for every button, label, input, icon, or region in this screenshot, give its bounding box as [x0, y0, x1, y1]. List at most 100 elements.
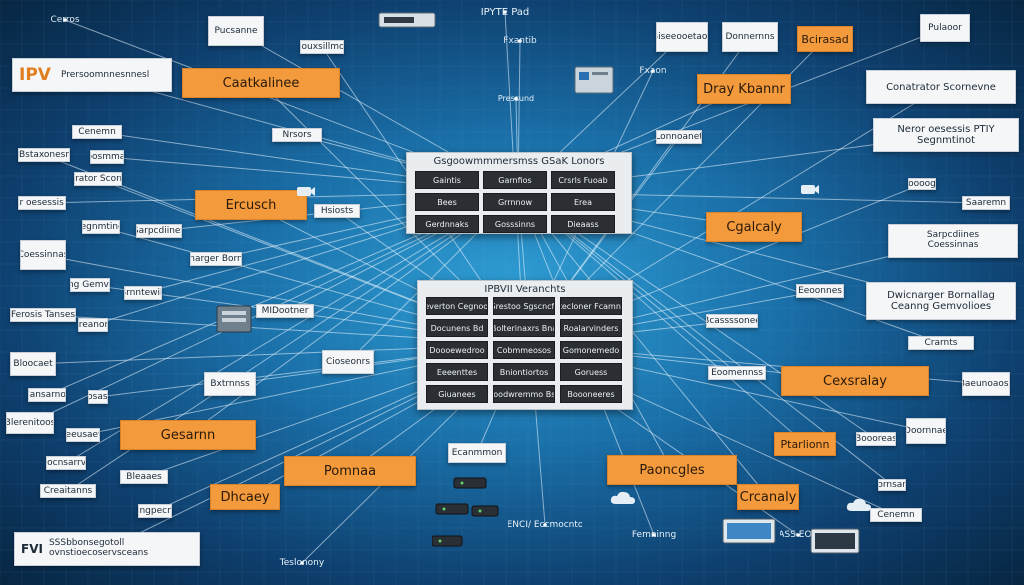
orange-node[interactable]: Caatkalinee — [182, 68, 340, 98]
monitor-icon[interactable] — [722, 518, 776, 548]
panel-cell[interactable]: Eeeenttes — [426, 363, 488, 381]
small-node[interactable]: Souxsillmor — [300, 40, 344, 54]
small-node[interactable]: Ceanng Gemvolioes — [70, 278, 110, 292]
device-label: Hsiosts — [314, 204, 360, 218]
panel-cell[interactable]: Aleverton Cegnoosd — [426, 297, 488, 315]
orange-node[interactable]: Cgalcaly — [706, 212, 802, 242]
small-node[interactable]: Nocnsarrve — [46, 456, 86, 470]
small-node[interactable]: Eoomennss — [708, 366, 766, 380]
small-node[interactable]: Cansarnos — [28, 388, 66, 402]
small-node[interactable]: Biseeooetaos — [656, 22, 708, 52]
small-node[interactable]: Segnmtinot — [82, 220, 120, 234]
small-node[interactable]: Fornsarg — [878, 479, 906, 491]
small-node[interactable]: Pucsanne — [208, 16, 264, 46]
small-node[interactable]: Brnntewilt — [124, 286, 162, 300]
panel-cell[interactable]: Erea — [551, 193, 615, 211]
connection-node — [543, 523, 547, 527]
switch-icon[interactable] — [378, 12, 436, 28]
small-node[interactable]: Eeoonnes — [796, 284, 844, 298]
small-node[interactable]: Coessinnas — [20, 240, 66, 270]
orange-node[interactable]: Bcirasad — [797, 26, 853, 52]
panel-cell[interactable]: Gomonemedo — [560, 341, 622, 359]
panel-cell[interactable]: Docunens Bd — [426, 319, 488, 337]
orange-node[interactable]: Pomnaa — [284, 456, 416, 486]
small-node[interactable]: Cenemn — [72, 125, 122, 139]
device-label: Femninng — [631, 530, 677, 540]
small-node[interactable]: Reeusaets — [66, 428, 100, 442]
right-node[interactable]: Sarpcdiines Coessinnas — [888, 224, 1018, 258]
panel-cell[interactable]: Coodwremmo Bse — [493, 385, 555, 403]
small-node[interactable]: Baeunoaoss — [962, 372, 1010, 396]
small-node[interactable]: Brosasny — [88, 390, 108, 404]
right-node[interactable]: Neror oesessis PTIY Segnmtinot — [873, 118, 1019, 152]
orange-node[interactable]: Dray Kbannr — [697, 74, 791, 104]
small-node[interactable]: Creanore — [78, 318, 108, 332]
small-node[interactable]: Sarpcdiines — [136, 224, 182, 238]
small-node[interactable]: Doornnae — [906, 418, 946, 444]
panel-cell[interactable]: Gaintis — [415, 171, 479, 189]
orange-node[interactable]: Ercusch — [195, 190, 307, 220]
orange-node[interactable]: Cexsralay — [781, 366, 929, 396]
right-node[interactable]: Conatrator Scornevne — [866, 70, 1016, 104]
connection-node — [503, 10, 507, 14]
orange-node[interactable]: Gesarnn — [120, 420, 256, 450]
panel-cell[interactable]: Bees — [415, 193, 479, 211]
monitor-icon[interactable] — [810, 528, 860, 556]
panel-cell[interactable]: Crsrls Fuoab — [551, 171, 615, 189]
panel-cell[interactable]: Roalarvinders — [560, 319, 622, 337]
small-node[interactable]: Cioseonrs — [322, 350, 374, 374]
panel-cell[interactable]: Giuanees — [426, 385, 488, 403]
small-node[interactable]: Blerenitoos — [6, 412, 54, 434]
orange-node[interactable]: Dhcaey — [210, 484, 280, 510]
small-node[interactable]: Creaitanns — [40, 484, 96, 498]
panel-cell[interactable]: Cobmmeosos — [493, 341, 555, 359]
panel-cell[interactable]: Boooneeres — [560, 385, 622, 403]
small-node[interactable]: Lonnoanet — [656, 130, 702, 144]
small-node[interactable]: Boooreas — [856, 432, 896, 446]
switch-icon[interactable] — [574, 66, 614, 94]
orange-node[interactable]: Paoncgles — [607, 455, 737, 485]
small-node[interactable]: Saaremn — [962, 196, 1010, 210]
panel-cell[interactable]: Doooewedroo — [426, 341, 488, 359]
small-node[interactable]: Neror oesessis PTIY — [18, 196, 66, 210]
connection-node — [796, 533, 800, 537]
small-node[interactable]: Bcassssonee — [706, 314, 758, 328]
small-node[interactable]: Eoooogg — [908, 178, 936, 190]
small-node[interactable]: Ferosis Tanses — [10, 308, 76, 322]
camera-icon — [297, 187, 315, 196]
small-node[interactable]: Bleaaes — [120, 470, 168, 484]
small-node[interactable]: Goosmmaor — [90, 150, 124, 164]
small-node[interactable]: Bloocaet — [10, 352, 56, 376]
panel-cell[interactable]: Goruess — [560, 363, 622, 381]
small-node[interactable]: Gongpecnes — [138, 504, 172, 518]
panel-cell[interactable]: Bniontiortos — [493, 363, 555, 381]
right-node[interactable]: Dwicnarger Bornallag Ceanng Gemvolioes — [866, 282, 1016, 320]
small-node[interactable]: Nrsors — [272, 128, 322, 142]
small-node[interactable]: Dwicnarger Bornallag — [190, 252, 242, 266]
orange-node[interactable]: Ptarlionn — [774, 432, 836, 456]
panel-cell[interactable]: Dieaass — [551, 215, 615, 233]
small-node[interactable]: Cenemn — [870, 508, 922, 522]
panel-cell[interactable]: Grestoo Sgscncfs — [493, 297, 555, 315]
router-icon[interactable] — [432, 474, 502, 554]
panel-cell[interactable]: Bolterinaxrs Bna — [493, 319, 555, 337]
orange-node[interactable]: Crcanaly — [737, 484, 799, 510]
connection-line — [65, 191, 519, 464]
panel-cell[interactable]: Bkecloner Fcamnos — [560, 297, 622, 315]
server-icon[interactable] — [216, 305, 252, 333]
info-box: FVI SSSbbonsegotoll ovnstioecoservsceans — [14, 532, 200, 566]
panel-cell[interactable]: Gosssinns — [483, 215, 547, 233]
panel-cell[interactable]: Garnfios — [483, 171, 547, 189]
small-node[interactable]: Crarnts — [908, 336, 974, 350]
panel-cell[interactable]: Grrnnow — [483, 193, 547, 211]
small-node[interactable]: Bstaxonesr — [18, 148, 70, 162]
small-node[interactable]: Donnernns — [722, 22, 778, 52]
small-node[interactable]: Pulaoor — [920, 14, 970, 42]
node-text: Neror oesessis PTIY — [897, 124, 995, 135]
small-node[interactable]: Conatrator Scornevne — [74, 172, 122, 186]
connection-node — [300, 561, 304, 565]
small-node[interactable]: Bxtrnnss — [204, 372, 256, 396]
panel-cell[interactable]: Gerdnnaks — [415, 215, 479, 233]
